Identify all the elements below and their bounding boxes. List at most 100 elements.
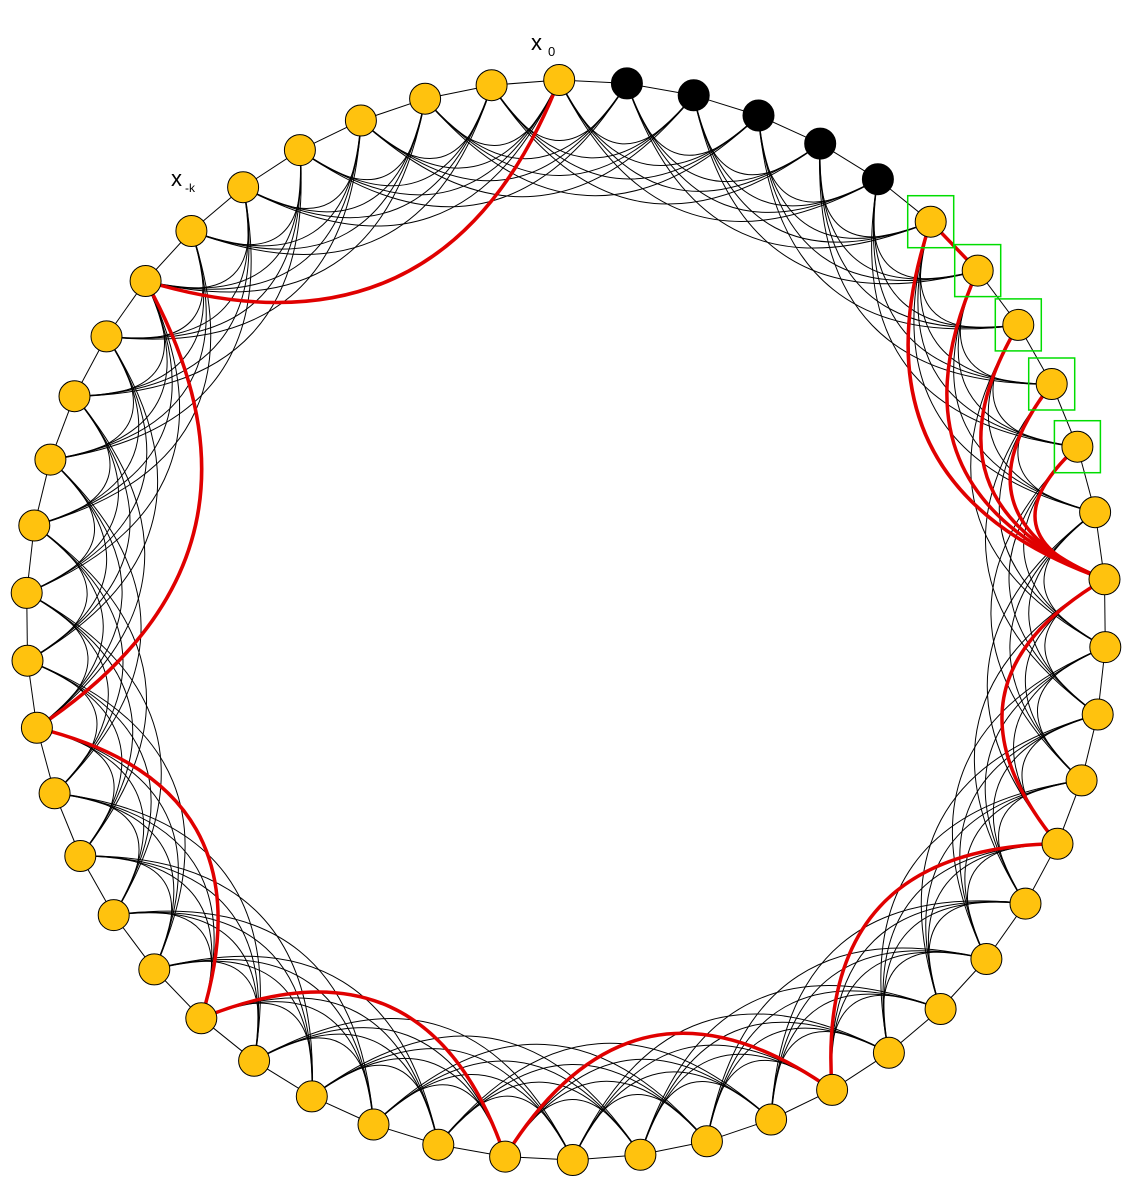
graph-edge bbox=[27, 660, 123, 857]
graph-edge bbox=[504, 1081, 708, 1157]
graph-edge bbox=[106, 187, 249, 339]
graph-edge bbox=[373, 1043, 708, 1142]
label-x0-main: x bbox=[531, 30, 542, 55]
graph-edge bbox=[1024, 578, 1105, 781]
red-path-edge bbox=[145, 79, 561, 305]
graph-node bbox=[185, 1002, 218, 1035]
graph-edge bbox=[54, 792, 261, 1061]
graph-edge bbox=[919, 221, 1052, 385]
graph-edge bbox=[992, 714, 1098, 904]
highlight-box bbox=[953, 243, 1002, 298]
graph-edge bbox=[191, 120, 362, 247]
graph-edge bbox=[242, 98, 426, 213]
graph-edge bbox=[770, 950, 987, 1120]
graph-edge bbox=[706, 1027, 890, 1142]
graph-edge bbox=[917, 221, 1078, 448]
graph-edge bbox=[80, 855, 313, 1097]
graph-node bbox=[38, 777, 71, 810]
graph-node bbox=[914, 205, 947, 238]
removed-node bbox=[610, 67, 643, 100]
graph-edge bbox=[242, 79, 560, 227]
graph-node bbox=[90, 320, 123, 353]
graph-node bbox=[344, 104, 377, 137]
graph-edge bbox=[830, 951, 987, 1090]
graph-edge bbox=[437, 1042, 772, 1146]
graph-edge bbox=[927, 843, 1058, 1010]
label-x-minus-k: x -k bbox=[171, 166, 196, 195]
graph-edge bbox=[74, 150, 302, 397]
graph-node bbox=[64, 840, 97, 872]
graph-edge bbox=[424, 94, 695, 176]
graph-edge bbox=[491, 84, 759, 180]
graph-edge bbox=[360, 94, 695, 198]
red-path-edge bbox=[1000, 577, 1106, 845]
graph-edge bbox=[154, 960, 313, 1097]
graph-edge bbox=[693, 95, 879, 207]
graph-node bbox=[1002, 308, 1035, 341]
label-x0-subscript: 0 bbox=[548, 44, 555, 59]
graph-edge bbox=[27, 660, 186, 970]
graph-edge bbox=[34, 230, 212, 526]
graph-edge bbox=[913, 221, 1096, 513]
graph-edge bbox=[758, 115, 978, 282]
graph-edge bbox=[26, 592, 162, 916]
graph-edge bbox=[80, 855, 213, 1019]
graph-edge bbox=[113, 912, 259, 1061]
graph-node bbox=[924, 993, 957, 1025]
graph-edge bbox=[145, 98, 426, 293]
graph-edge bbox=[36, 395, 146, 729]
graph-edge bbox=[54, 792, 215, 1019]
graph-node bbox=[489, 1140, 522, 1173]
edges-layer bbox=[26, 79, 1106, 1161]
graph-edge bbox=[191, 98, 426, 250]
graph-edge bbox=[984, 383, 1098, 715]
graph-edge bbox=[424, 98, 759, 197]
graph-node bbox=[422, 1128, 455, 1161]
red-path-edge bbox=[200, 990, 507, 1158]
graph-edge bbox=[558, 79, 759, 166]
graph-edge bbox=[639, 985, 941, 1155]
graph-node bbox=[816, 1073, 849, 1106]
graph-edge bbox=[299, 83, 628, 208]
highlight-box bbox=[1053, 419, 1102, 474]
graph-edge bbox=[299, 85, 493, 187]
graph-edge bbox=[1013, 646, 1106, 845]
graph-edge bbox=[191, 85, 493, 255]
graph-node bbox=[295, 1080, 328, 1113]
graph-node bbox=[1088, 563, 1121, 596]
graph-node bbox=[475, 69, 508, 102]
graph-node bbox=[1041, 827, 1074, 860]
graph-node bbox=[409, 82, 442, 115]
graph-edge bbox=[27, 336, 159, 662]
graph-edge bbox=[951, 646, 1106, 960]
graph-node bbox=[283, 134, 316, 167]
highlight-box bbox=[1027, 357, 1076, 411]
graph-edge bbox=[639, 1021, 890, 1155]
removed-node bbox=[677, 79, 710, 112]
graph-node bbox=[227, 171, 260, 204]
graph-edge bbox=[819, 143, 1052, 385]
removed-node bbox=[861, 163, 894, 196]
graph-edge bbox=[964, 779, 1082, 960]
graph-edge bbox=[242, 85, 493, 219]
graph-edge bbox=[113, 910, 374, 1125]
graph-edge bbox=[80, 855, 260, 1061]
graph-edge bbox=[154, 958, 374, 1125]
graph-edge bbox=[360, 79, 560, 169]
label-xk-subscript: -k bbox=[185, 181, 196, 195]
graph-edge bbox=[27, 459, 108, 662]
red-path-edge bbox=[36, 726, 220, 1019]
graph-edge bbox=[145, 120, 362, 290]
graph-node bbox=[755, 1103, 788, 1136]
graph-node bbox=[1035, 368, 1068, 400]
graph-edge bbox=[201, 1001, 374, 1125]
graph-edge bbox=[154, 955, 439, 1145]
graph-node bbox=[624, 1138, 657, 1171]
graph-edge bbox=[36, 727, 219, 1019]
graph-edge bbox=[1028, 511, 1098, 715]
graph-node bbox=[129, 265, 162, 297]
removed-node bbox=[804, 127, 837, 160]
graph-edge bbox=[819, 143, 1019, 329]
red-path-edge bbox=[35, 280, 204, 730]
